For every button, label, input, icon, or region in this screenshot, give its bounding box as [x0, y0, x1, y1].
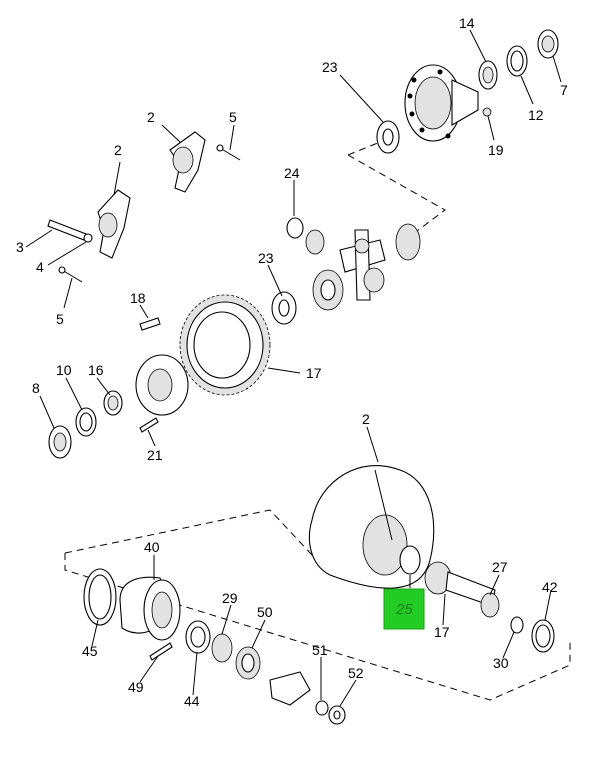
lock-washer [83, 233, 93, 243]
callout-2-cap-lower[interactable]: 2 [114, 142, 122, 158]
callout-14[interactable]: 14 [459, 15, 475, 31]
callout-49[interactable]: 49 [128, 679, 144, 695]
callout-40[interactable]: 40 [144, 539, 160, 555]
adjusting-nut-left [48, 425, 72, 459]
upper-assembly-dashed-boundary [347, 139, 386, 156]
callout-2-housing[interactable]: 2 [362, 411, 370, 427]
thrust-washer-upper [376, 120, 400, 154]
callout-18[interactable]: 18 [130, 290, 146, 306]
differential-spider [339, 229, 386, 301]
side-gear-left [312, 269, 344, 311]
bearing-cup [506, 45, 528, 77]
callout-29[interactable]: 29 [222, 590, 238, 606]
differential-case-half [404, 64, 479, 142]
callout-19[interactable]: 19 [488, 142, 504, 158]
callout-27[interactable]: 27 [492, 559, 508, 575]
callout-21[interactable]: 21 [147, 447, 163, 463]
callout-10[interactable]: 10 [56, 362, 72, 378]
cotter-pin-lower [58, 266, 83, 283]
pinion-bearing-cup [531, 619, 555, 653]
bearing-cup-left [75, 407, 97, 437]
callout-45[interactable]: 45 [82, 643, 98, 659]
cotter-pin-upper [216, 144, 241, 161]
adjusting-nut [537, 29, 559, 59]
callout-5-lower[interactable]: 5 [56, 311, 64, 327]
case-bolt-lower [139, 417, 159, 433]
thrust-washer-middle [271, 291, 297, 325]
oil-seal [235, 646, 261, 680]
callout-52[interactable]: 52 [348, 665, 364, 681]
callout-7[interactable]: 7 [560, 82, 568, 98]
cage-bolt [149, 642, 173, 661]
pinion-bearing-cone [480, 592, 500, 618]
callout-50[interactable]: 50 [257, 604, 273, 620]
pinion-spacer [510, 616, 524, 634]
highlight-box[interactable] [383, 588, 425, 630]
callout-4[interactable]: 4 [36, 259, 44, 275]
callout-23-middle[interactable]: 23 [258, 250, 274, 266]
callout-labels: 14 7 12 23 19 2 5 2 3 4 5 24 23 18 17 10… [16, 15, 568, 709]
bolt-small [482, 107, 492, 117]
callout-44[interactable]: 44 [184, 693, 200, 709]
callout-51[interactable]: 51 [312, 642, 328, 658]
upper-assembly-dashed-boundary-2 [347, 154, 446, 241]
bearing-cone [478, 60, 498, 90]
highlighted-callout[interactable]: 25 [383, 588, 425, 630]
flange-washer [315, 700, 329, 716]
callout-17-pinion[interactable]: 17 [434, 624, 450, 640]
callout-24[interactable]: 24 [284, 165, 300, 181]
highlighted-callout-label[interactable]: 25 [395, 601, 413, 618]
differential-case-flange [135, 354, 189, 416]
side-gear-right [395, 223, 421, 261]
bearing-cone-left [103, 390, 123, 416]
callout-17-ring[interactable]: 17 [306, 365, 322, 381]
ring-gear [179, 294, 271, 396]
cap-bolt [47, 219, 87, 241]
companion-flange [269, 671, 311, 706]
pinion-gear-left [305, 229, 325, 255]
callout-5-upper[interactable]: 5 [229, 109, 237, 125]
callout-8[interactable]: 8 [32, 380, 40, 396]
bearing-cone-cage [211, 633, 233, 663]
lower-assembly-dashed-boundary [64, 509, 313, 556]
callout-16[interactable]: 16 [88, 362, 104, 378]
bearing-cap-lower [97, 189, 131, 259]
pinion-bearing [399, 545, 421, 575]
case-bolt [139, 317, 161, 331]
shim-gasket [83, 568, 117, 626]
pinion-gear-bottom [363, 267, 385, 293]
callout-30[interactable]: 30 [493, 655, 509, 671]
callout-12[interactable]: 12 [528, 107, 544, 123]
flange-nut [328, 705, 346, 725]
leader-lines [25, 29, 562, 707]
lower-assembly-dashed-boundary-2 [64, 553, 571, 701]
callout-2-cap-upper[interactable]: 2 [147, 109, 155, 125]
side-gear-washer [286, 217, 304, 239]
callout-42[interactable]: 42 [542, 579, 558, 595]
callout-3[interactable]: 3 [16, 239, 24, 255]
bearing-cap-upper [169, 131, 206, 193]
bearing-cage [119, 576, 181, 641]
bearing-cup-cage [185, 620, 211, 654]
callout-23-upper[interactable]: 23 [322, 59, 338, 75]
